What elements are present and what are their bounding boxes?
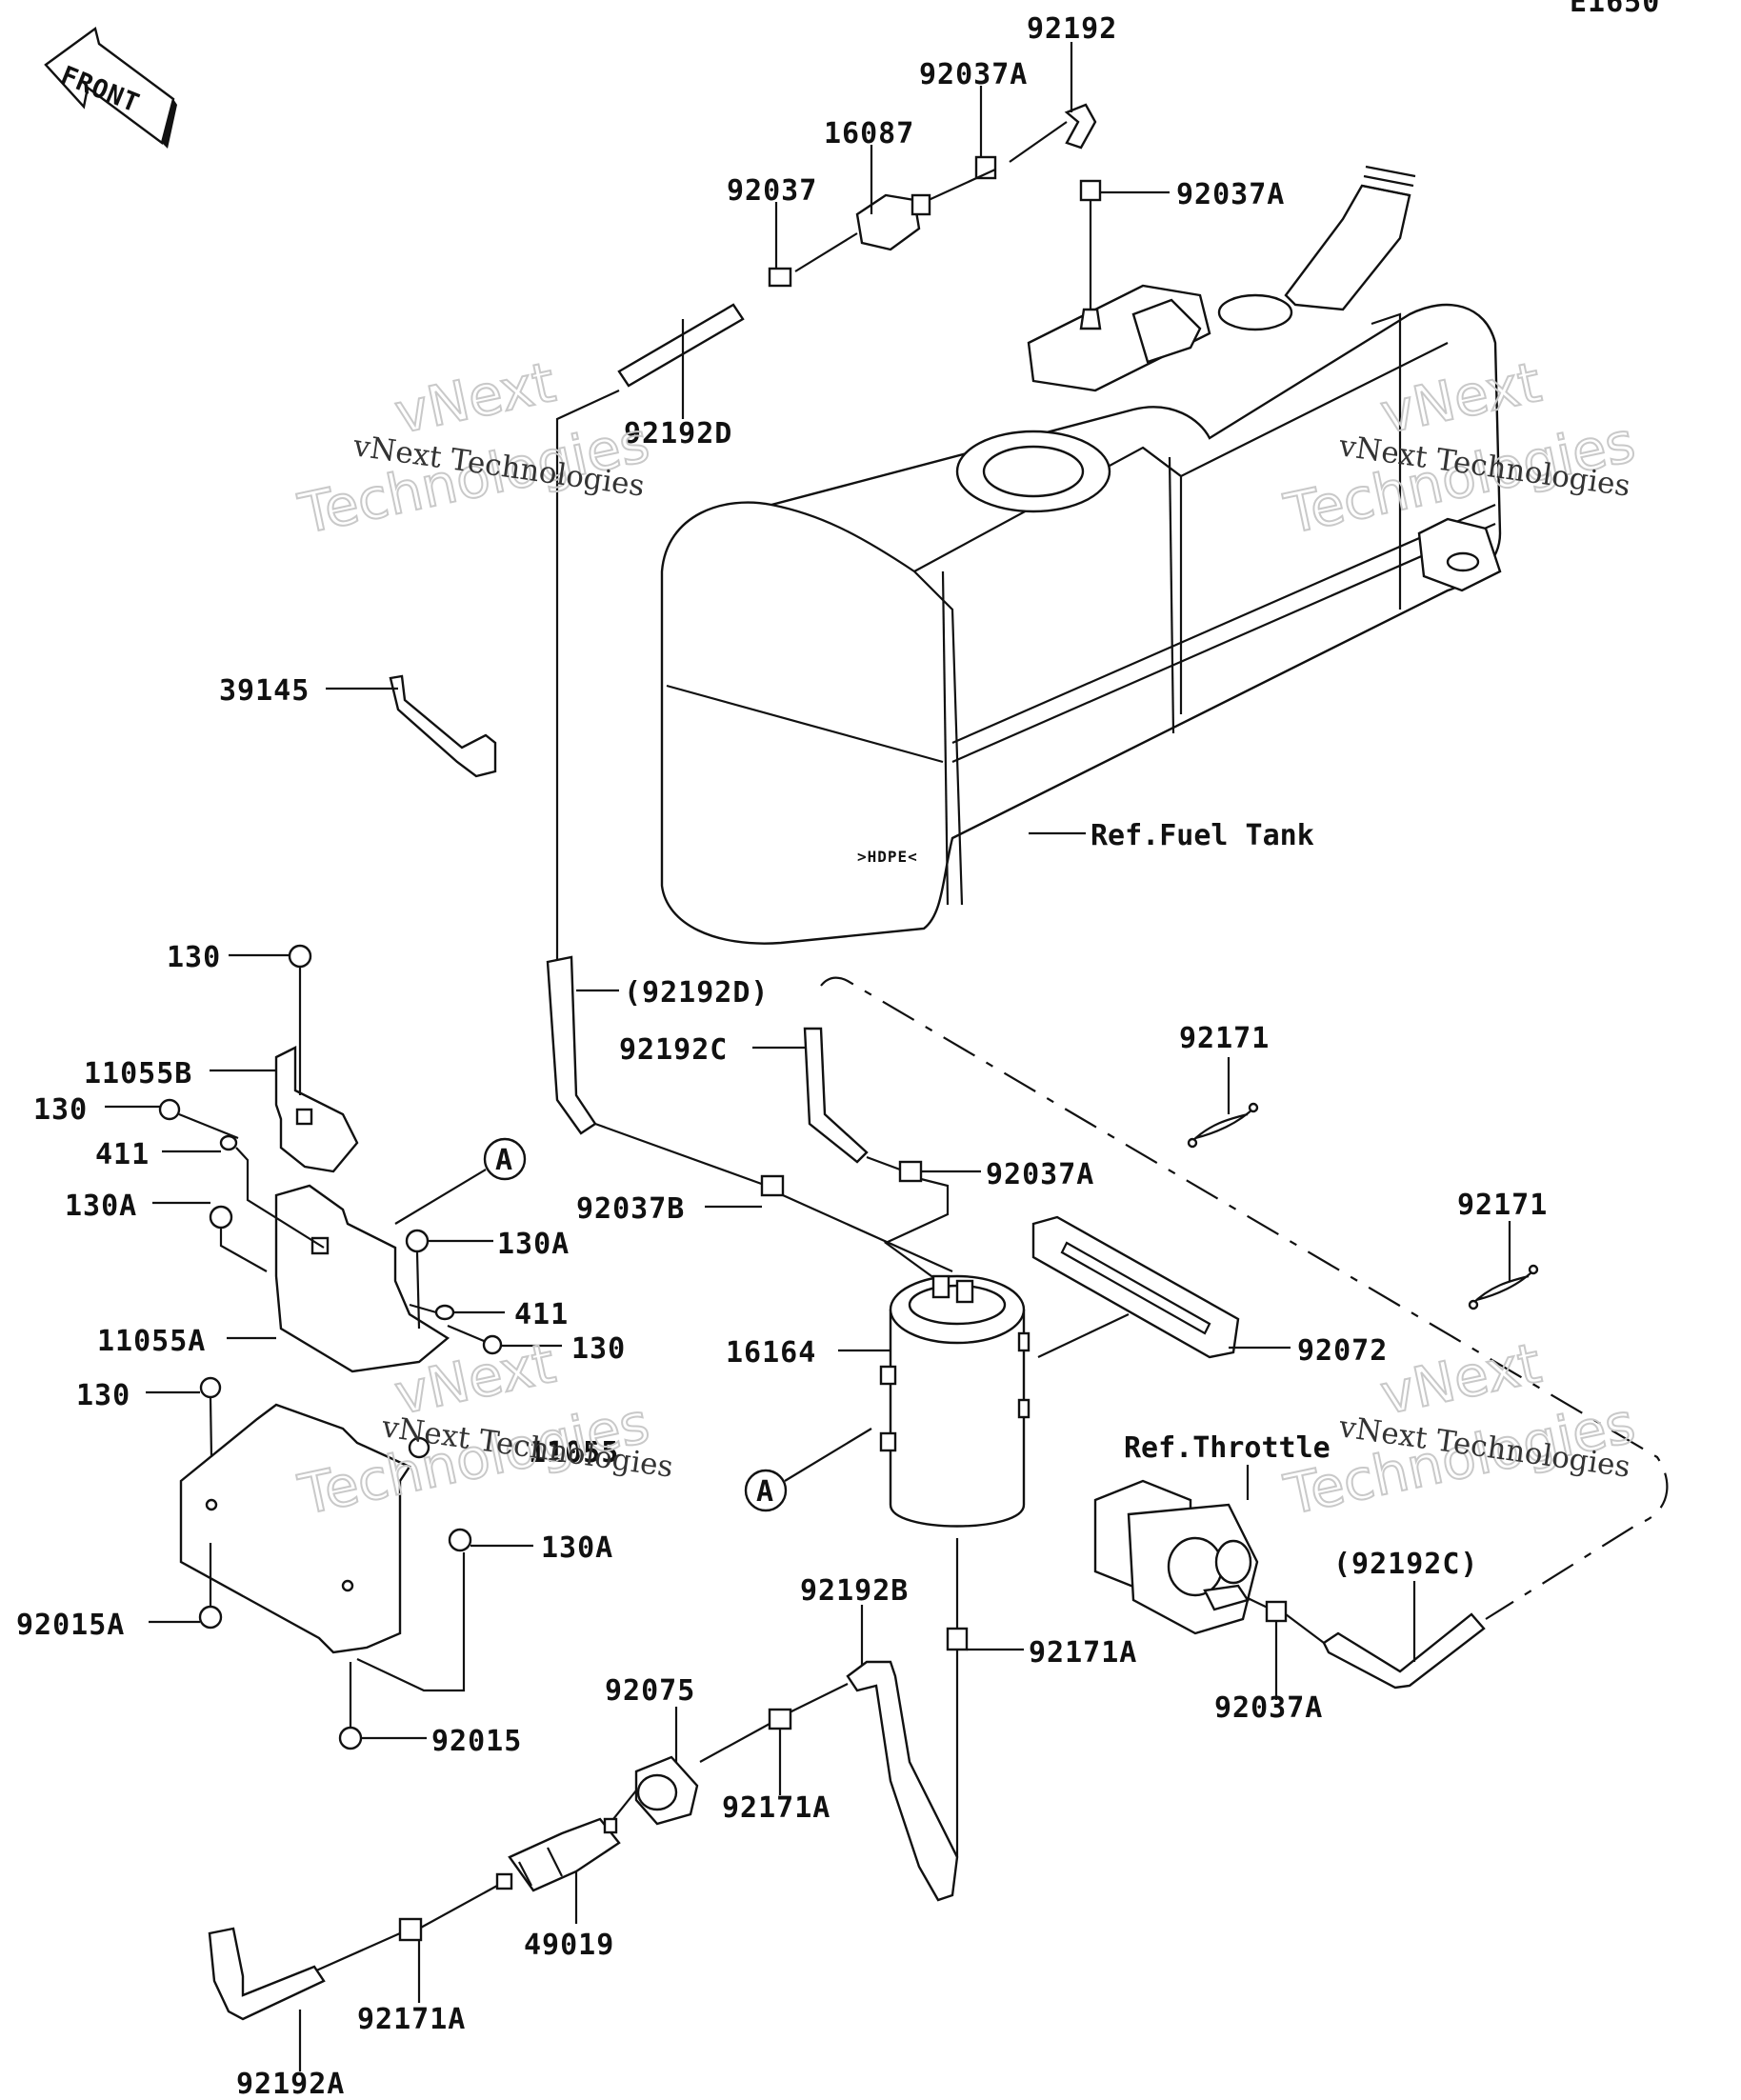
label-130a-left: 130A: [65, 1190, 137, 1223]
label-130a-mid: 130A: [497, 1228, 570, 1261]
clip-92037b: [760, 1174, 785, 1197]
label-92037a-mid: 92037A: [986, 1158, 1094, 1191]
hose-92192b: [846, 1660, 959, 1902]
nut-92015: [338, 1662, 363, 1750]
ref-92192d: (92192D): [624, 976, 770, 1010]
diagram-code: E1650: [1570, 0, 1660, 19]
label-92037a-tank: 92037A: [1176, 178, 1285, 211]
label-11055b: 11055B: [84, 1057, 192, 1090]
clip-92037-top: [768, 267, 792, 288]
callout-a-top: A: [394, 1137, 527, 1225]
label-411-right: 411: [514, 1298, 569, 1331]
clip-92037a-throttle: [1265, 1600, 1288, 1623]
nut-92015a: [198, 1543, 223, 1630]
bracket-11055a: [274, 1184, 450, 1373]
watermark-top-left: vNext Technologies vNext Technologies: [292, 349, 656, 548]
label-92192b: 92192B: [800, 1574, 909, 1608]
label-92171a-low: 92171A: [357, 2003, 466, 2036]
clip-92037a-top: [974, 155, 997, 180]
label-92037-top: 92037: [727, 174, 817, 208]
label-92075: 92075: [605, 1674, 695, 1708]
bolt-11055-mount: [408, 1436, 430, 1459]
clip-92037a-mid: [898, 1160, 923, 1183]
fuel-tank: >HDPE<: [660, 165, 1502, 945]
bracket-11055b: [274, 1046, 359, 1173]
label-16087: 16087: [824, 117, 914, 150]
label-92171-top: 92171: [1179, 1022, 1270, 1055]
bolt-130a-mid: [405, 1229, 430, 1330]
label-92171-mid: 92171: [1457, 1189, 1548, 1222]
washer-411-left: [219, 1134, 325, 1249]
label-130-right: 130: [571, 1332, 626, 1366]
label-130-top: 130: [167, 941, 221, 974]
ref-fuel-tank: Ref.Fuel Tank: [1091, 819, 1314, 852]
hose-92192d: [617, 303, 745, 388]
ref-throttle: Ref.Throttle: [1124, 1431, 1331, 1465]
label-16164: 16164: [726, 1336, 816, 1370]
clip-92171-mid: [1468, 1264, 1539, 1310]
label-411-left: 411: [95, 1138, 150, 1171]
bracket-11055: [179, 1403, 411, 1654]
label-92171a-mid: 92171A: [722, 1791, 830, 1825]
label-92192d: 92192D: [624, 417, 732, 450]
label-92015: 92015: [431, 1725, 522, 1758]
hdpe-mark: >HDPE<: [857, 848, 918, 866]
bolt-130a-left: [209, 1205, 268, 1272]
hose-39145: [389, 674, 497, 778]
clip-92171-top: [1187, 1102, 1259, 1149]
label-92192a: 92192A: [236, 2068, 345, 2100]
label-130-side: 130: [33, 1093, 88, 1127]
label-11055: 11055: [529, 1436, 619, 1470]
clip-92171a-right: [946, 1627, 969, 1651]
label-92192c: 92192C: [619, 1033, 728, 1067]
bolt-130-right: [447, 1324, 503, 1355]
clip-92171a-low: [398, 1917, 423, 1942]
bracket-92072: [1031, 1215, 1240, 1359]
label-130-lower: 130: [76, 1379, 130, 1412]
fuel-filter-49019: [495, 1817, 621, 1892]
label-92037b: 92037B: [576, 1192, 685, 1226]
canister-16164: [879, 1274, 1031, 1528]
bolt-130a-lower: [356, 1528, 472, 1692]
throttle-body: [1093, 1479, 1259, 1635]
hose-92192a: [208, 1927, 326, 2021]
ref-92192c: (92192C): [1333, 1548, 1479, 1581]
clip-92171a-mid: [768, 1708, 792, 1730]
label-92037a-top: 92037A: [919, 58, 1028, 91]
label-92015a: 92015A: [16, 1609, 125, 1642]
leader-lines: [105, 42, 1511, 2071]
bolt-130-lower: [199, 1376, 222, 1458]
front-arrow-icon: FRONT: [44, 26, 177, 149]
hose-92192d-lower: [546, 955, 597, 1135]
svg-text:A: A: [495, 1144, 513, 1177]
damper-92075: [634, 1755, 699, 1826]
label-11055a: 11055A: [97, 1325, 206, 1358]
hose-92192c-lower: [1322, 1612, 1486, 1690]
label-49019: 49019: [524, 1929, 614, 1962]
valve-16087: [855, 193, 921, 251]
bolt-130-side: [158, 1098, 239, 1140]
label-92171a-right: 92171A: [1029, 1636, 1137, 1670]
hose-92192: [1064, 103, 1097, 150]
label-130a-lower: 130A: [541, 1531, 613, 1565]
svg-text:A: A: [756, 1475, 774, 1509]
hose-92192c: [803, 1027, 869, 1164]
label-39145: 39145: [219, 674, 310, 708]
clip-92037a-tank: [1079, 179, 1102, 202]
label-92037a-throttle: 92037A: [1214, 1691, 1323, 1725]
label-92192: 92192: [1027, 12, 1117, 46]
callout-a-bottom: A: [744, 1428, 872, 1512]
washer-411-right: [409, 1303, 455, 1321]
label-92072: 92072: [1297, 1334, 1388, 1368]
